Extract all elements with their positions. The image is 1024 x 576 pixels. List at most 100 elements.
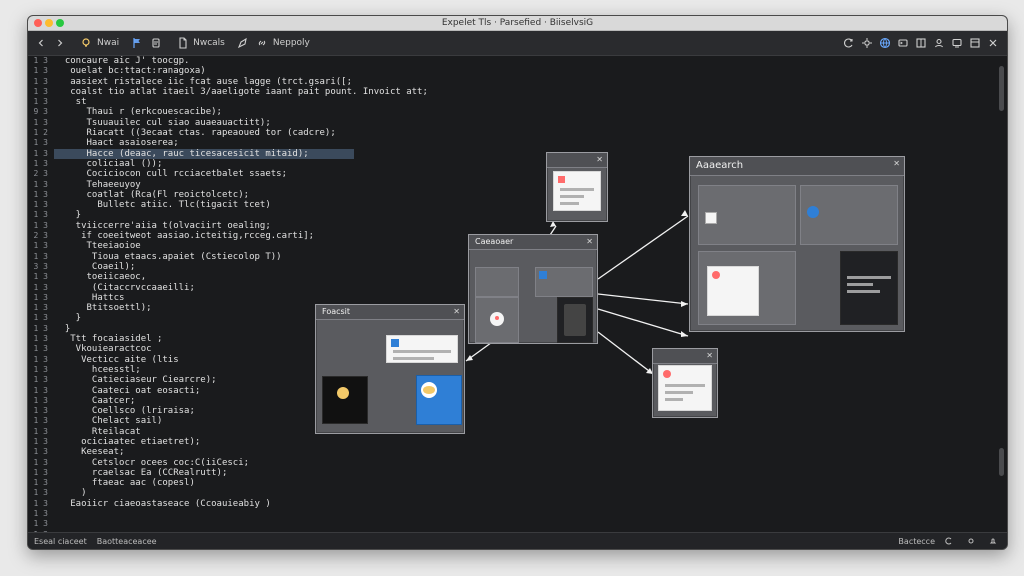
- code-line[interactable]: Vecticc aite (ltis: [54, 354, 179, 365]
- code-line[interactable]: ): [54, 488, 87, 499]
- code-line[interactable]: Hattcs: [54, 292, 125, 303]
- split-icon[interactable]: [913, 35, 929, 51]
- code-line[interactable]: (Citaccrvccaaeilli;: [54, 282, 195, 293]
- forward-icon[interactable]: [52, 35, 68, 51]
- code-line[interactable]: Tsuuauilec cul siao auaeauactitt);: [54, 117, 271, 128]
- panel-caeaoaer[interactable]: Caeaoaer ✕: [468, 234, 598, 344]
- preview-icon: [705, 212, 717, 224]
- panel-thumbnail[interactable]: [658, 365, 712, 411]
- code-line[interactable]: Cociciocon cull rcciacetbalet ssaets;: [54, 169, 288, 180]
- panel-thumbnail[interactable]: [386, 335, 458, 363]
- line-number: 1 3: [33, 323, 48, 333]
- panel-blue-preview[interactable]: [416, 375, 462, 425]
- code-line[interactable]: rcaelsac Ea (CCRealrutt);: [54, 467, 228, 478]
- code-line[interactable]: Riacatt ((3ecaat ctas. rapeaoued tor (ca…: [54, 128, 336, 139]
- panel-small-bottom[interactable]: ✕: [652, 348, 718, 418]
- code-line[interactable]: Thaui r (erkcouescacibe);: [54, 107, 222, 118]
- code-line[interactable]: Tioua etaacs.apaiet (Cstiecolop T)): [54, 251, 282, 262]
- code-line[interactable]: coalst tio atlat itaeil 3/aaeligote iaan…: [54, 86, 428, 97]
- line-number: 1 3: [33, 251, 48, 261]
- line-number: 1 3: [33, 354, 48, 364]
- code-line[interactable]: Coaeil);: [54, 261, 136, 272]
- code-area[interactable]: concaure aic J' toocgp. ouelat bc:ttact:…: [54, 56, 428, 532]
- code-line[interactable]: Caateci oat eosacti;: [54, 385, 201, 396]
- toolbar-item-nwcals[interactable]: Nwcals: [169, 34, 230, 52]
- panel-preview-left[interactable]: [475, 267, 519, 297]
- code-line[interactable]: Eaoiicr ciaeoastaseace (Ccoauieabiy ): [54, 498, 271, 509]
- code-line[interactable]: aasiext ristalece iic fcat ause lagge (t…: [54, 76, 353, 87]
- status-settings-icon[interactable]: [963, 533, 979, 549]
- code-line[interactable]: coatlat (Rca(Fl reoictolcetc);: [54, 189, 250, 200]
- code-line[interactable]: coliciaal ());: [54, 158, 163, 169]
- code-line[interactable]: st: [54, 97, 87, 108]
- code-line[interactable]: Tteeiaoioe: [54, 241, 141, 252]
- vertical-scrollbar-thumb[interactable]: [999, 66, 1004, 111]
- refresh-icon[interactable]: [841, 35, 857, 51]
- code-line[interactable]: Rteilacat: [54, 426, 141, 437]
- panel-preview-left-2[interactable]: [475, 297, 519, 343]
- code-line[interactable]: Keeseat;: [54, 447, 125, 458]
- line-number: 1 3: [33, 498, 48, 508]
- close-icon[interactable]: [985, 35, 1001, 51]
- toolbar-item-nwai[interactable]: Nwai: [73, 34, 124, 52]
- globe-icon[interactable]: [877, 35, 893, 51]
- close-window-button[interactable]: [34, 19, 42, 27]
- code-line[interactable]: ociciaatec etiaetret);: [54, 436, 201, 447]
- panel-preview-dark[interactable]: [557, 297, 593, 343]
- panel-preview-left[interactable]: [698, 185, 796, 245]
- user-icon[interactable]: [931, 35, 947, 51]
- code-line[interactable]: Catieciaseur Ciearcre);: [54, 375, 217, 386]
- code-line[interactable]: Haact asaioserea;: [54, 138, 179, 149]
- code-line[interactable]: Caatcer;: [54, 395, 136, 406]
- code-line[interactable]: Ttt focaiasidel ;: [54, 334, 163, 345]
- code-line[interactable]: Btitsoettl);: [54, 303, 152, 314]
- back-icon[interactable]: [33, 35, 49, 51]
- vertical-scrollbar-thumb-secondary[interactable]: [999, 448, 1004, 476]
- status-sync-icon[interactable]: [941, 533, 957, 549]
- line-number: 2 3: [33, 169, 48, 179]
- panel-dark-preview[interactable]: [322, 376, 368, 424]
- panel-close-icon[interactable]: ✕: [596, 155, 603, 164]
- code-line[interactable]: Bulletc atiic. Tlc(tigacit tcet): [54, 200, 271, 211]
- panel-preview-left-2[interactable]: [698, 251, 796, 325]
- code-line[interactable]: ftaeac aac (copesl): [54, 478, 195, 489]
- toolbar-item-neppoly[interactable]: Neppoly: [230, 34, 315, 52]
- code-line[interactable]: hceesstl;: [54, 364, 141, 375]
- panel-foacsit[interactable]: Foacsit ✕: [315, 304, 465, 434]
- panel-close-icon[interactable]: ✕: [453, 307, 460, 316]
- panel-close-icon[interactable]: ✕: [586, 237, 593, 246]
- panel-preview-right[interactable]: [800, 185, 898, 245]
- code-line[interactable]: Hacce (deaac, rauc ticesacesicit mitaid)…: [54, 148, 354, 159]
- panel-close-icon[interactable]: ✕: [893, 159, 900, 168]
- code-line[interactable]: Cetslocr ocees coc:C(iiCesci;: [54, 457, 250, 468]
- code-line[interactable]: }: [54, 210, 82, 221]
- layout-icon[interactable]: [967, 35, 983, 51]
- code-line[interactable]: }: [54, 323, 71, 334]
- terminal-icon[interactable]: [895, 35, 911, 51]
- code-line[interactable]: concaure aic J' toocgp.: [54, 56, 190, 66]
- panel-thumbnail[interactable]: [553, 171, 601, 211]
- settings-icon[interactable]: [859, 35, 875, 51]
- code-line[interactable]: Tehaeeuyoy: [54, 179, 141, 190]
- code-line[interactable]: ouelat bc:ttact:ranagoxa): [54, 66, 206, 77]
- code-line[interactable]: }: [54, 313, 82, 324]
- toolbar-item-flag[interactable]: [124, 34, 169, 52]
- code-line[interactable]: if coeeitweot aasiao.icteitig,rcceg.cart…: [54, 231, 315, 242]
- monitor-icon[interactable]: [949, 35, 965, 51]
- minimize-window-button[interactable]: [45, 19, 53, 27]
- code-line[interactable]: Vkouiearactcoc: [54, 344, 152, 355]
- line-number: 1 3: [33, 447, 48, 457]
- panel-close-icon[interactable]: ✕: [706, 351, 713, 360]
- status-bell-icon[interactable]: [985, 533, 1001, 549]
- panel-small-top[interactable]: ✕: [546, 152, 608, 222]
- panel-search[interactable]: Aaaearch ✕: [689, 156, 905, 332]
- code-line[interactable]: tviiccerre'aiia t(olvaciirt oealing;: [54, 220, 271, 231]
- panel-preview-right[interactable]: [535, 267, 593, 297]
- back-forward-buttons[interactable]: [28, 34, 73, 52]
- code-line[interactable]: Coellsco (lriraisa;: [54, 406, 195, 417]
- maximize-window-button[interactable]: [56, 19, 64, 27]
- panel-preview-dark[interactable]: [840, 251, 898, 325]
- code-line[interactable]: Chelact sail): [54, 416, 163, 427]
- code-line[interactable]: toeiicaeoc,: [54, 272, 147, 283]
